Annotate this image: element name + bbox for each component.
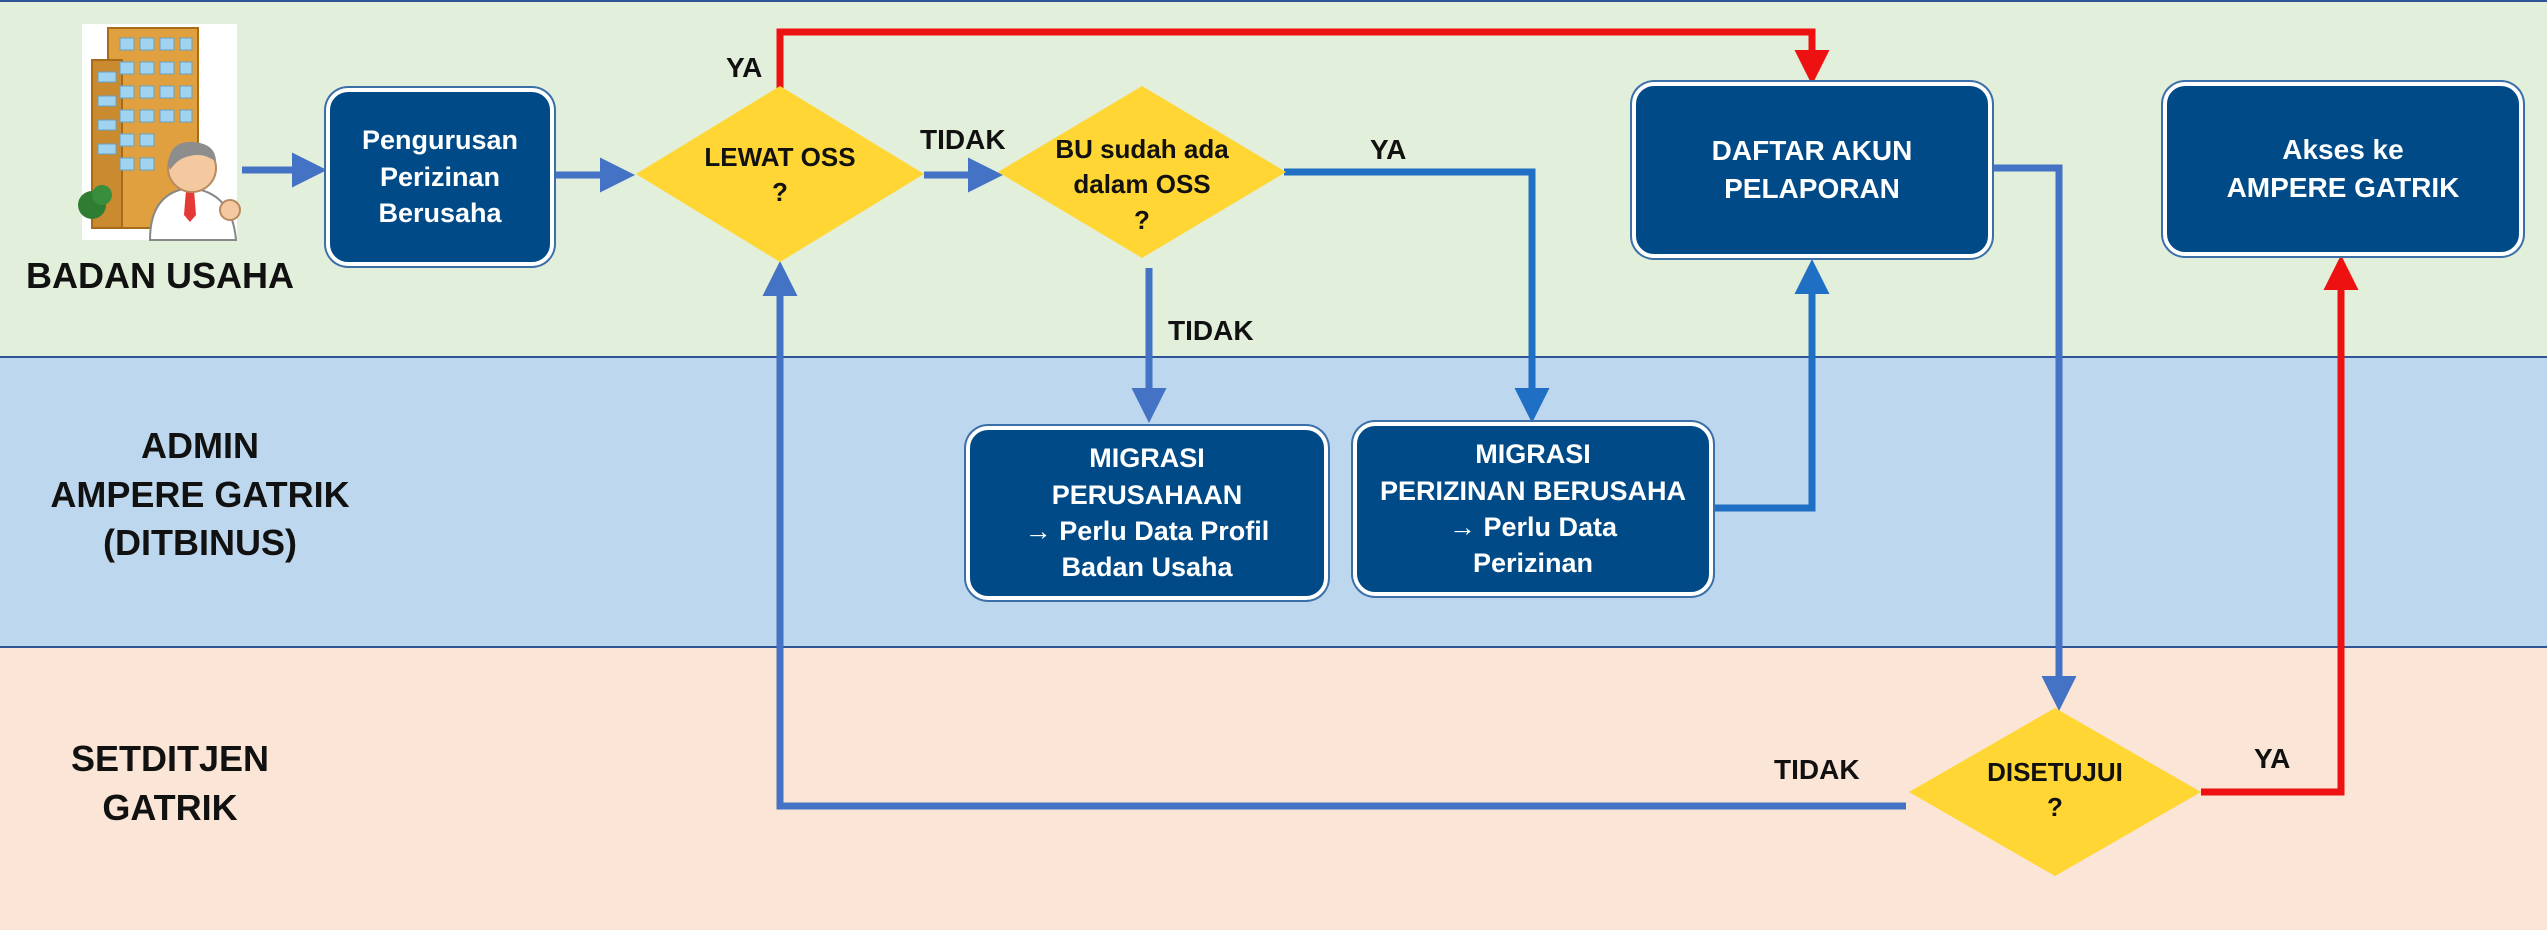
arrow-lewat-oss-to-daftar-akun — [776, 28, 1830, 90]
edge-label-tidak-lewat-oss: TIDAK — [920, 124, 1006, 155]
arrow-disetujui-to-akses — [2201, 255, 2359, 796]
edge-label-ya-disetujui: YA — [2254, 743, 2291, 774]
lane-label-admin: ADMIN AMPERE GATRIK (DITBINUS) — [50, 425, 350, 564]
decision-bu-sudah: BU sudah ada dalam OSS ? — [1055, 134, 1229, 235]
decision-disetujui: DISETUJUI ? — [1987, 756, 2123, 822]
box-migrasi-perusahaan: MIGRASI PERUSAHAAN → Perlu Data Profil B… — [966, 426, 1328, 600]
arrow-bu-to-migrasi-perizinan — [1284, 168, 1550, 423]
box-pengurusan-perizinan: Pengurusan Perizinan Berusaha — [326, 88, 554, 266]
box-akses-ampere: Akses ke AMPERE GATRIK — [2163, 82, 2523, 256]
lane-label-setditjen: SETDITJEN GATRIK — [70, 738, 270, 828]
edge-label-tidak-disetujui: TIDAK — [1774, 754, 1860, 785]
arrow-migrasi-perizinan-to-daftar-akun — [1713, 259, 1830, 512]
edge-label-ya-lewat-oss: YA — [726, 52, 763, 83]
edge-label-ya-bu: YA — [1370, 134, 1407, 165]
box-daftar-akun: DAFTAR AKUN PELAPORAN — [1632, 82, 1992, 258]
arrow-daftar-akun-to-disetujui — [1990, 164, 2077, 711]
arrow-disetujui-to-lewat-oss — [762, 261, 1906, 810]
lane-label-badan-usaha: BADAN USAHA — [26, 255, 294, 296]
box-migrasi-perizinan: MIGRASI PERIZINAN BERUSAHA → Perlu Data … — [1353, 422, 1713, 596]
edge-label-tidak-bu: TIDAK — [1168, 315, 1254, 346]
decision-lewat-oss: LEWAT OSS ? — [704, 141, 856, 207]
